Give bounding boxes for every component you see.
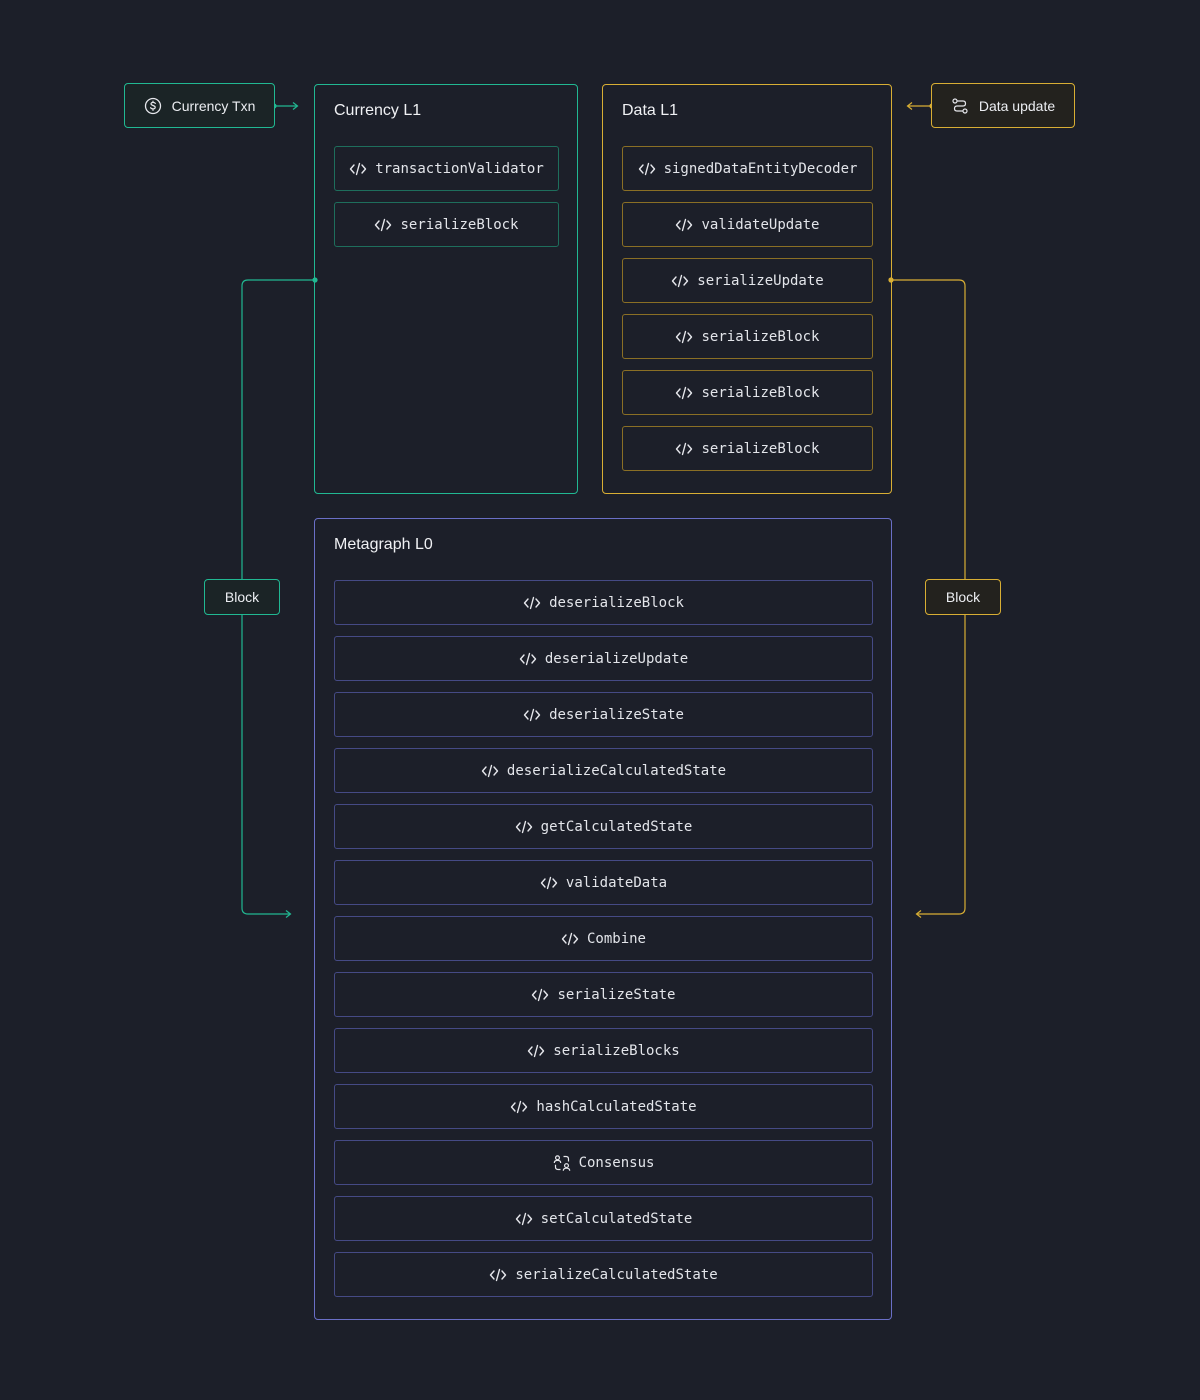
metagraph-fn-5: validateData xyxy=(334,860,873,905)
code-icon xyxy=(510,1100,528,1114)
code-icon xyxy=(675,218,693,232)
block-label-text: Block xyxy=(224,589,260,605)
code-icon xyxy=(671,274,689,288)
metagraph-l0-panel: Metagraph L0 deserializeBlock deserializ… xyxy=(314,518,892,1320)
function-label: serializeBlock xyxy=(701,440,820,457)
data-fn-1: validateUpdate xyxy=(622,202,873,247)
code-icon xyxy=(675,442,693,456)
data-l1-panel: Data L1 signedDataEntityDecoder validate… xyxy=(602,84,892,494)
code-icon xyxy=(561,932,579,946)
currency-txn-node: Currency Txn xyxy=(124,83,275,128)
data-fn-0: signedDataEntityDecoder xyxy=(622,146,873,191)
code-icon xyxy=(638,162,656,176)
function-label: serializeBlock xyxy=(701,328,820,345)
metagraph-fn-2: deserializeState xyxy=(334,692,873,737)
metagraph-fn-6: Combine xyxy=(334,916,873,961)
function-label: deserializeUpdate xyxy=(544,650,689,667)
function-label: serializeCalculatedState xyxy=(515,1266,718,1283)
currency-l1-panel: Currency L1 transactionValidator seriali… xyxy=(314,84,578,494)
metagraph-fn-11: setCalculatedState xyxy=(334,1196,873,1241)
function-label: deserializeState xyxy=(549,706,684,723)
metagraph-l0-title: Metagraph L0 xyxy=(334,536,433,553)
metagraph-fn-9: hashCalculatedState xyxy=(334,1084,873,1129)
code-icon xyxy=(540,876,558,890)
function-label: Consensus xyxy=(578,1154,655,1171)
currency-txn-label: Currency Txn xyxy=(171,97,256,114)
dollar-coin-icon xyxy=(144,97,162,115)
function-label: deserializeBlock xyxy=(549,594,684,611)
function-label: validateUpdate xyxy=(701,216,820,233)
code-icon xyxy=(675,330,693,344)
metagraph-fn-10: Consensus xyxy=(334,1140,873,1185)
code-icon xyxy=(531,988,549,1002)
currency-fn-1: serializeBlock xyxy=(334,202,559,247)
code-icon xyxy=(374,218,392,232)
function-label: Combine xyxy=(586,930,646,947)
data-fn-5: serializeBlock xyxy=(622,426,873,471)
code-icon xyxy=(519,652,537,666)
data-fn-2: serializeUpdate xyxy=(622,258,873,303)
code-icon xyxy=(349,162,367,176)
currency-input-arrow xyxy=(271,102,299,110)
code-icon xyxy=(515,1212,533,1226)
data-update-label: Data update xyxy=(978,97,1056,114)
code-icon xyxy=(481,764,499,778)
currency-l1-title: Currency L1 xyxy=(334,102,422,119)
code-icon xyxy=(527,1044,545,1058)
code-icon xyxy=(489,1268,507,1282)
route-nodes-icon xyxy=(951,97,969,115)
metagraph-fn-4: getCalculatedState xyxy=(334,804,873,849)
data-l1-title: Data L1 xyxy=(622,102,679,119)
function-label: deserializeCalculatedState xyxy=(506,762,727,779)
code-icon xyxy=(515,820,533,834)
function-label: serializeBlock xyxy=(701,384,820,401)
function-label: serializeBlock xyxy=(400,216,519,233)
metagraph-fn-0: deserializeBlock xyxy=(334,580,873,625)
metagraph-fn-12: serializeCalculatedState xyxy=(334,1252,873,1297)
metagraph-fn-1: deserializeUpdate xyxy=(334,636,873,681)
function-label: getCalculatedState xyxy=(540,818,693,835)
function-label: serializeBlocks xyxy=(553,1042,680,1059)
data-update-node: Data update xyxy=(931,83,1075,128)
metagraph-fn-3: deserializeCalculatedState xyxy=(334,748,873,793)
metagraph-fn-7: serializeState xyxy=(334,972,873,1017)
function-label: serializeUpdate xyxy=(697,272,824,289)
function-label: setCalculatedState xyxy=(540,1210,693,1227)
data-fn-4: serializeBlock xyxy=(622,370,873,415)
currency-fn-0: transactionValidator xyxy=(334,146,559,191)
metagraph-fn-8: serializeBlocks xyxy=(334,1028,873,1073)
function-label: validateData xyxy=(565,874,668,891)
function-label: serializeState xyxy=(557,986,676,1003)
function-label: hashCalculatedState xyxy=(536,1098,697,1115)
code-icon xyxy=(675,386,693,400)
block-label-text: Block xyxy=(945,589,981,605)
left-block-label: Block xyxy=(204,579,280,615)
code-icon xyxy=(523,596,541,610)
code-icon xyxy=(523,708,541,722)
function-label: signedDataEntityDecoder xyxy=(663,160,858,177)
function-label: transactionValidator xyxy=(375,160,544,177)
right-block-label: Block xyxy=(925,579,1001,615)
data-fn-3: serializeBlock xyxy=(622,314,873,359)
users-cycle-icon xyxy=(553,1154,571,1172)
